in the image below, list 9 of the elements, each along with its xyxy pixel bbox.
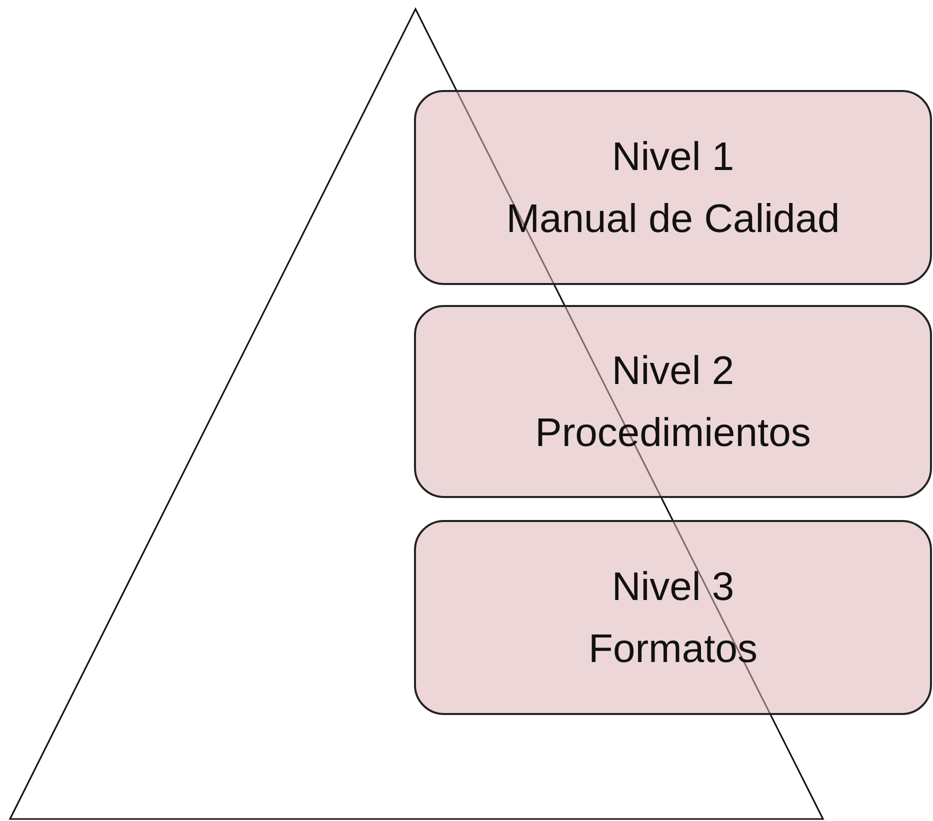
- level-title: Nivel 2: [612, 348, 734, 394]
- level-box: [414, 90, 932, 285]
- level-name: Procedimientos: [535, 410, 811, 456]
- level-box: [414, 305, 932, 498]
- level-box: [414, 520, 932, 715]
- level-title: Nivel 1: [612, 134, 734, 180]
- level-title: Nivel 3: [612, 564, 734, 610]
- level-name: Manual de Calidad: [506, 196, 840, 242]
- level-name: Formatos: [588, 626, 758, 672]
